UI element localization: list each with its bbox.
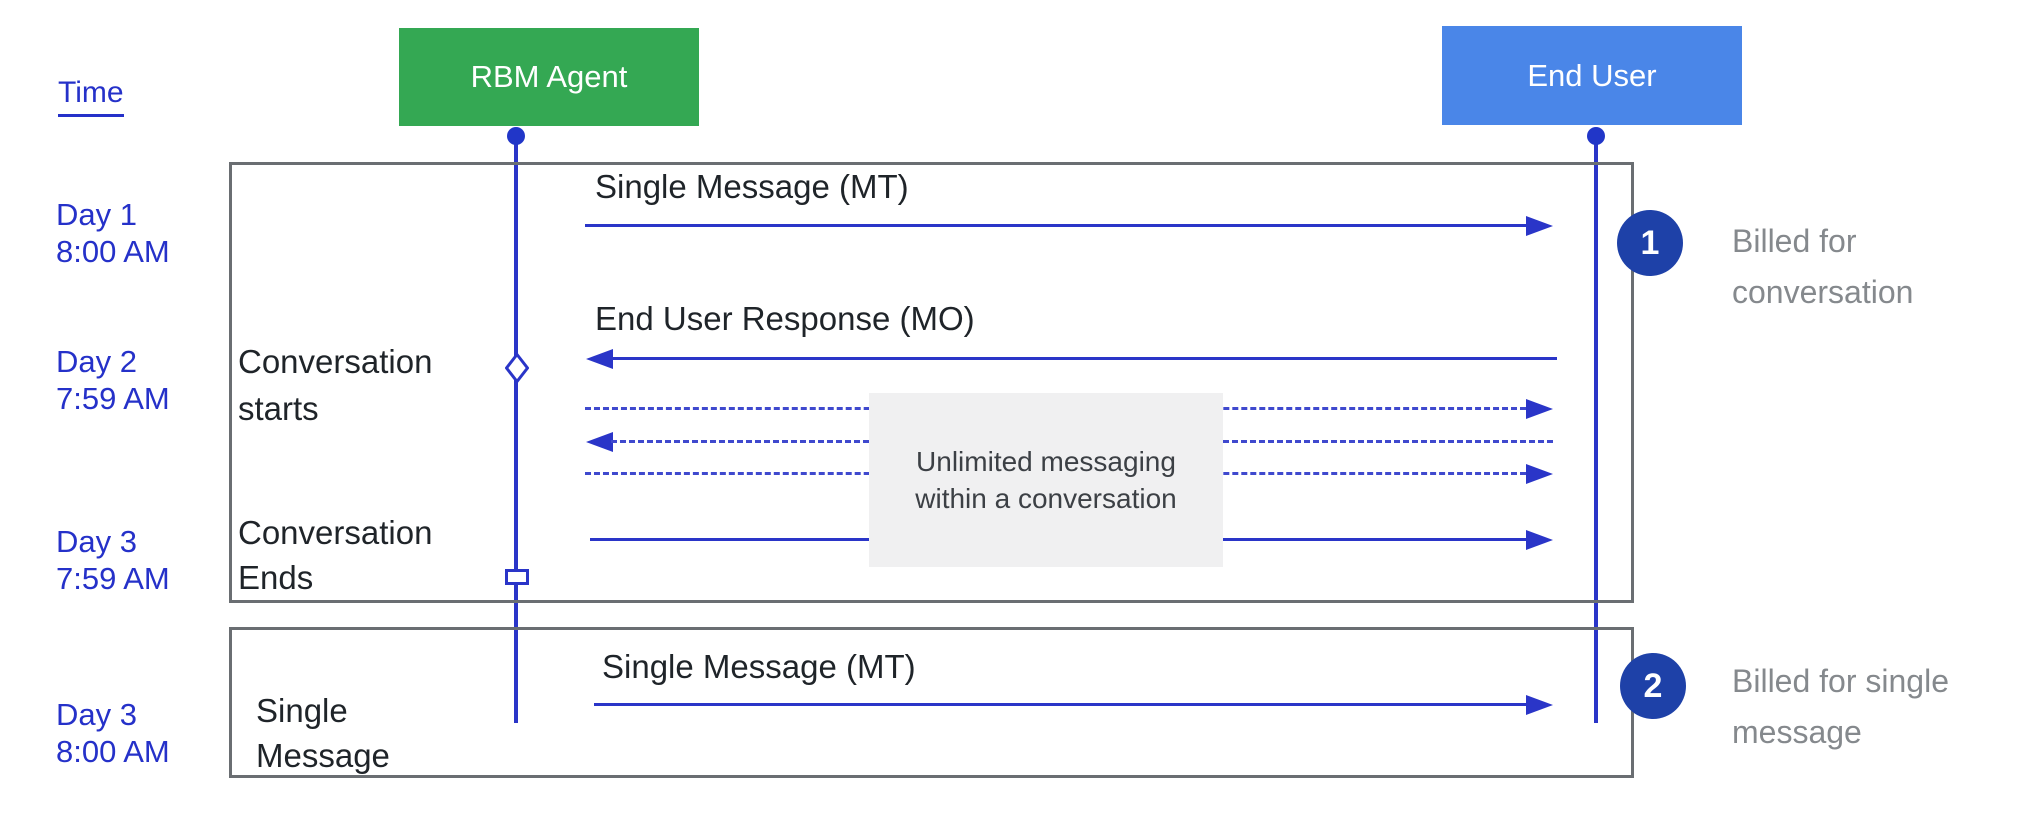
mt-message-2-label: Single Message (MT) xyxy=(602,648,916,685)
time-marker-day1: Day 1 8:00 AM xyxy=(56,196,170,270)
time-marker-day3b: Day 3 8:00 AM xyxy=(56,696,170,770)
time-axis-label: Time xyxy=(58,76,124,117)
time-marker-day3b-day: Day 3 xyxy=(56,697,137,732)
time-marker-day3-time: 7:59 AM xyxy=(56,561,170,596)
billed-for-single-message-caption: Billed for single message xyxy=(1732,656,1949,758)
billed-for-conversation-caption: Billed for conversation xyxy=(1732,216,1913,318)
end-user-label: End User xyxy=(1527,57,1657,93)
end-user-box: End User xyxy=(1442,26,1742,125)
rbm-agent-label: RBM Agent xyxy=(470,59,628,94)
single-message-lane-label: Single Message xyxy=(256,688,390,778)
mt-message-2-arrowhead-icon xyxy=(1526,695,1553,715)
conversation-start-diamond-icon xyxy=(505,353,529,383)
billing-badge-1: 1 xyxy=(1617,210,1683,276)
conversation-phase-box xyxy=(229,162,1634,603)
time-marker-day3b-time: 8:00 AM xyxy=(56,734,170,769)
time-marker-day3-day: Day 3 xyxy=(56,524,137,559)
single-message-line1: Single xyxy=(256,692,348,729)
conversation-end-square-icon xyxy=(505,569,529,585)
rbm-agent-box: RBM Agent xyxy=(399,28,699,126)
time-marker-day1-day: Day 1 xyxy=(56,197,137,232)
billing-badge-1-number: 1 xyxy=(1640,223,1660,262)
mo-message-arrow-shaft xyxy=(611,357,1557,360)
conversation-starts-line2: starts xyxy=(238,390,319,427)
mt-message-1-arrowhead-icon xyxy=(1526,216,1553,236)
time-marker-day3: Day 3 7:59 AM xyxy=(56,523,170,597)
dashed-message-1-arrowhead-icon xyxy=(1526,399,1553,419)
billing-badge-2: 2 xyxy=(1620,653,1686,719)
billed-caption-1-line2: conversation xyxy=(1732,274,1914,310)
unlimited-messaging-note-line1: Unlimited messaging xyxy=(916,446,1176,477)
conversation-ends-label: Conversation Ends xyxy=(238,510,432,600)
billing-badge-2-number: 2 xyxy=(1643,666,1663,705)
mt-message-1-label: Single Message (MT) xyxy=(595,168,909,205)
rbm-agent-lifeline xyxy=(514,136,518,723)
dashed-message-2-arrowhead-icon xyxy=(586,432,613,452)
unlimited-messaging-note: Unlimited messaging within a conversatio… xyxy=(869,393,1223,567)
rbm-agent-lifeline-dot xyxy=(507,127,525,145)
time-marker-day2: Day 2 7:59 AM xyxy=(56,343,170,417)
end-user-lifeline-dot xyxy=(1587,127,1605,145)
conversation-starts-line1: Conversation xyxy=(238,343,433,380)
mt-message-1-arrow-shaft xyxy=(585,224,1528,227)
mo-message-label: End User Response (MO) xyxy=(595,300,975,337)
time-marker-day1-time: 8:00 AM xyxy=(56,234,170,269)
conversation-starts-label: Conversation starts xyxy=(238,338,432,432)
conversation-ends-line1: Conversation xyxy=(238,514,433,551)
mt-message-2-arrow-shaft xyxy=(594,703,1526,706)
time-marker-day2-day: Day 2 xyxy=(56,344,137,379)
billed-caption-2-line2: message xyxy=(1732,714,1862,750)
time-marker-day2-time: 7:59 AM xyxy=(56,381,170,416)
end-user-lifeline xyxy=(1594,136,1598,723)
billed-caption-2-line1: Billed for single xyxy=(1732,663,1949,699)
dashed-message-3-arrowhead-icon xyxy=(1526,464,1553,484)
unlimited-messaging-note-line2: within a conversation xyxy=(915,483,1177,514)
single-message-line2: Message xyxy=(256,737,390,774)
final-message-arrowhead-icon xyxy=(1526,530,1553,550)
mo-message-arrowhead-icon xyxy=(586,349,613,369)
billed-caption-1-line1: Billed for xyxy=(1732,223,1857,259)
conversation-ends-line2: Ends xyxy=(238,559,314,596)
